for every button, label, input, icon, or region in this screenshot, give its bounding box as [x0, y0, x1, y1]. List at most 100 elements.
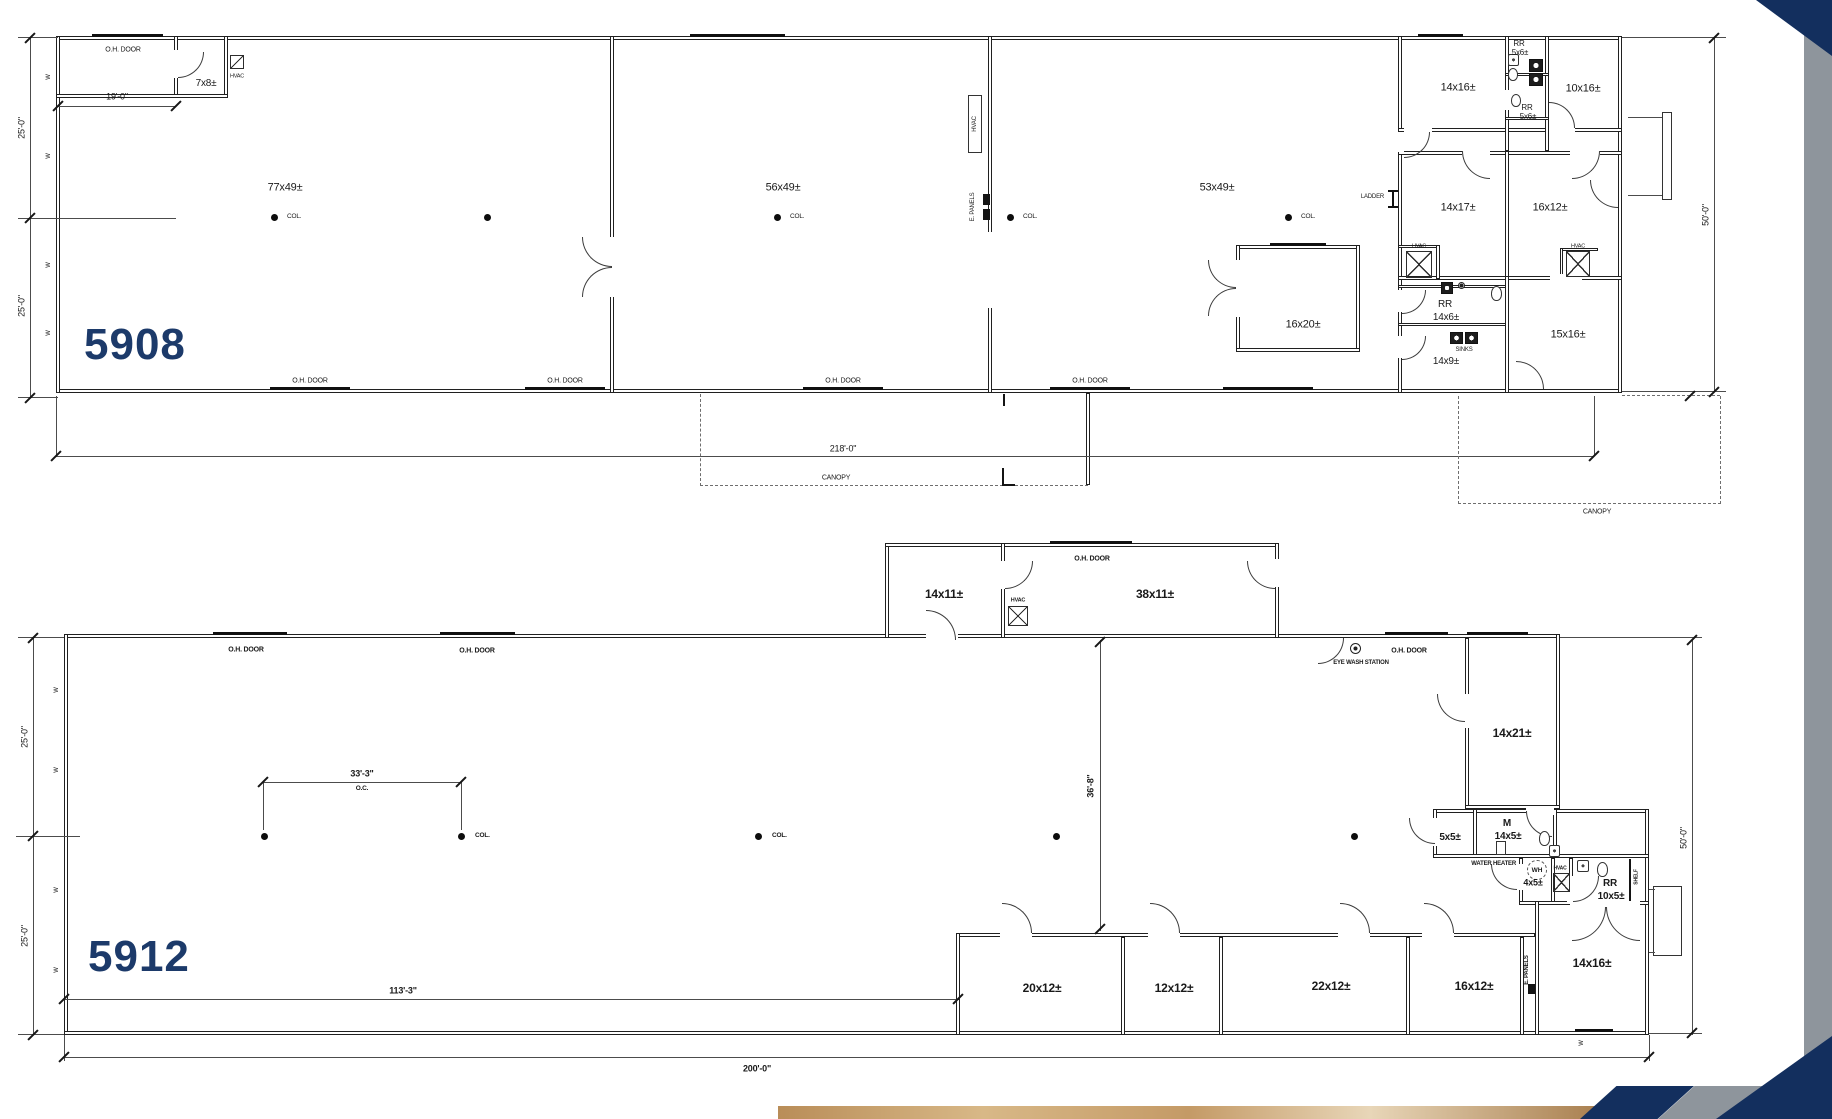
dimension-line [1622, 37, 1726, 38]
dimension-line [461, 782, 462, 830]
toilet-icon [1511, 94, 1521, 107]
door-swing-arc [1409, 818, 1435, 844]
wall [1398, 36, 1402, 393]
wall [956, 933, 960, 1035]
wall [1473, 809, 1477, 858]
window-label: W [54, 767, 60, 773]
electrical-panel-mark [1528, 984, 1535, 994]
dimension-line [18, 1034, 64, 1035]
hvac-label: HVAC [1411, 243, 1427, 250]
oh-door-label: O.H. DOOR [825, 377, 861, 385]
wall-opening [1404, 126, 1432, 134]
dimension-line [18, 218, 176, 219]
door-swing-arc [1005, 561, 1033, 589]
canopy-post [1002, 468, 1004, 486]
column-dot [1006, 213, 1014, 221]
dimension-line [1594, 396, 1595, 456]
wall-opening [1549, 126, 1575, 134]
dimension-label: 50'-0" [1700, 204, 1711, 226]
column-dot [773, 213, 781, 221]
door-swing-arc [1590, 180, 1618, 208]
wall-opening [1396, 132, 1404, 152]
canopy-dashed-line [700, 394, 701, 486]
door-swing-arc [582, 267, 612, 297]
dimension-line [1649, 1033, 1702, 1034]
toilet-icon [1491, 286, 1502, 301]
shelf-mark [1629, 859, 1631, 901]
sink-basin-icon [1450, 332, 1463, 344]
outline-box [968, 95, 982, 153]
building-number-5908: 5908 [84, 320, 186, 369]
building-number-5912: 5912 [88, 932, 190, 981]
column-dot [483, 213, 491, 221]
column-label: COL. [790, 212, 805, 220]
column-dot [1284, 213, 1292, 221]
exterior-stoop [1662, 112, 1672, 200]
room-label: 14x5± [1494, 831, 1522, 842]
wall [1433, 854, 1649, 858]
wall [1398, 323, 1508, 326]
door-swing-arc [1437, 694, 1465, 722]
dimension-label: 25'-0" [19, 925, 30, 947]
door-swing-arc [1491, 864, 1517, 890]
column-dot [1350, 832, 1358, 840]
column-dot [754, 832, 762, 840]
oh-door-label: O.H. DOOR [1074, 555, 1110, 563]
door-swing-arc [1150, 903, 1180, 933]
door-swing-arc [1606, 907, 1640, 941]
overhead-door-marker [1467, 632, 1528, 635]
hvac-label: HVAC [972, 116, 978, 132]
dimension-line [1622, 391, 1726, 392]
wall [64, 1031, 1649, 1035]
overhead-door-marker [1575, 1029, 1613, 1032]
room-label: 5x6± [1519, 112, 1537, 121]
oh-door-label: O.H. DOOR [1072, 377, 1108, 385]
column-label: COL. [1023, 212, 1038, 220]
window-label: W [54, 687, 60, 693]
rr-label: RR [1437, 299, 1453, 310]
dimension-line [58, 106, 176, 107]
sink-icon [1577, 860, 1589, 872]
wall [1545, 36, 1549, 151]
door-swing-arc [926, 610, 956, 640]
column-dot [270, 213, 278, 221]
hvac-label: HVAC [1553, 865, 1567, 872]
wall [56, 94, 228, 98]
room-label: 15x16± [1550, 328, 1586, 341]
wall-opening [1396, 336, 1404, 358]
room-label: 56x49± [765, 181, 801, 194]
sink-basin-icon [1441, 282, 1453, 294]
window-label: W [46, 153, 52, 159]
overhead-door-marker [92, 34, 163, 37]
sink-basin-icon [1529, 73, 1543, 86]
dimension-line [18, 37, 58, 38]
wall [1219, 937, 1223, 1035]
dimension-label: 19'-0" [106, 91, 128, 102]
room-label: 14x17± [1440, 201, 1476, 214]
room-label: 12x12± [1154, 981, 1194, 995]
hvac-icon [230, 55, 244, 69]
ladder-label: LADDER [1360, 194, 1384, 200]
room-label: 5x6± [1511, 48, 1529, 57]
hvac-label: HVAC [1010, 597, 1026, 604]
dimension-label: 113'-3" [389, 985, 417, 996]
rr-label: RR [1602, 878, 1618, 889]
window-label: W [46, 330, 52, 336]
shelf-label: SHELF [1633, 869, 1640, 885]
overhead-door-marker [1050, 541, 1132, 544]
room-label: 77x49± [267, 181, 303, 194]
column-dot [1052, 832, 1060, 840]
room-label: 16x12± [1532, 201, 1568, 214]
wall-opening [1550, 274, 1582, 282]
wall [1505, 117, 1549, 120]
urinal-icon [1496, 841, 1506, 855]
overhead-door-marker [1418, 34, 1463, 37]
door-swing-arc [1247, 561, 1275, 589]
toilet-icon [1508, 68, 1518, 81]
door-swing-arc [1208, 260, 1236, 288]
dimension-line [18, 397, 58, 398]
water-heater-icon: WH [1527, 860, 1547, 880]
overhead-door-marker [1223, 387, 1313, 390]
canopy-dashed-line [700, 485, 1088, 486]
room-label: 14x16± [1440, 81, 1476, 94]
